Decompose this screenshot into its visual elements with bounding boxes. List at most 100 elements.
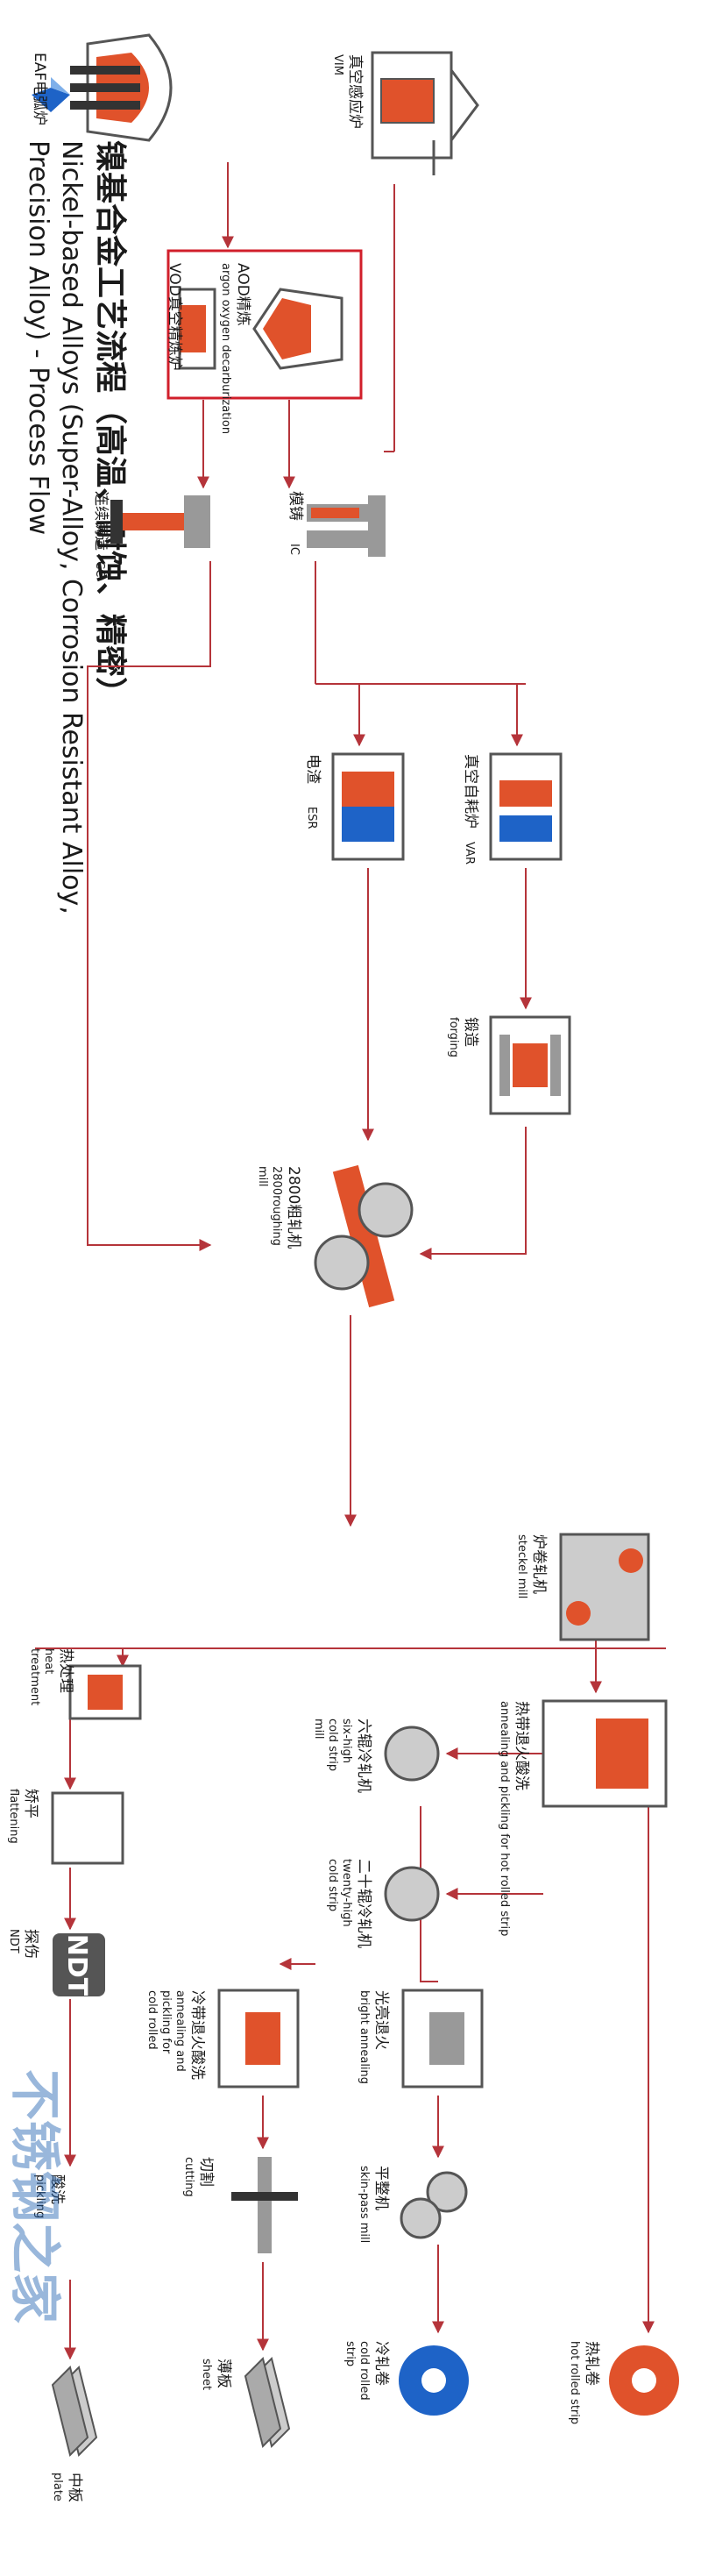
sheet-stack-icon — [244, 2357, 291, 2448]
cap-label-cn: 冷带退火酸洗 — [188, 1990, 206, 2080]
plate-label-en: plate — [51, 2473, 64, 2501]
six-hi-label-en1: six-high — [340, 1719, 353, 1763]
steckel-label-cn: 炉卷轧机 — [530, 1534, 548, 1594]
step-aod: AOD精炼 argon oxygen decarburization — [219, 263, 343, 434]
forging-label-cn: 锻造 — [462, 1017, 479, 1047]
ndt-badge-icon: NDT — [53, 1933, 105, 1996]
skin-label-cn: 平整机 — [372, 2166, 390, 2210]
heat-label-en1: heat — [42, 1648, 55, 1674]
skin-label-en: skin-pass mill — [358, 2166, 371, 2243]
esr-label-en: ESR — [305, 807, 318, 829]
cc-label-cn: 连续铸造 — [92, 491, 110, 551]
annealing-furnace-icon — [401, 1989, 484, 2089]
step-ndt: NDT 探伤 NDT — [7, 1929, 105, 1996]
pickling-label-en: pickling — [33, 2174, 46, 2218]
six-hi-label-cn: 六辊冷轧机 — [355, 1719, 372, 1793]
forging-press-icon — [489, 1015, 571, 1115]
step-steckel: 炉卷轧机 steckel mill — [515, 1533, 650, 1641]
header: 镍基合金工艺流程（高温、耐蚀、精密） Nickel-based Alloys (… — [23, 77, 129, 914]
step-forging: 锻造 forging — [447, 1015, 571, 1115]
ic-label-cn: 模铸 — [287, 491, 304, 521]
step-esr: 电渣 ESR — [304, 752, 405, 861]
refining-highlight-frame — [166, 249, 363, 400]
cutting-label-cn: 切割 — [197, 2157, 215, 2187]
step-vod: VOD真空精炼炉 — [166, 263, 216, 371]
pickling-label-cn: 酸洗 — [48, 2174, 66, 2204]
cold-strip-label-en2: strip — [343, 2341, 357, 2366]
step-bright: 光亮退火 bright annealing — [358, 1989, 484, 2089]
vod-label-cn: VOD真空精炼炉 — [166, 263, 183, 371]
skin-pass-icon — [400, 2171, 468, 2239]
var-label-cn: 真空自耗炉 — [462, 754, 479, 829]
flatten-label-cn: 矫平 — [22, 1789, 39, 1818]
step-cutting: 切割 cutting — [182, 2157, 298, 2253]
step-pickling: 酸洗 pickling — [33, 2174, 66, 2218]
continuous-caster-icon — [110, 495, 210, 548]
aod-converter-icon — [252, 288, 343, 370]
annealing-furnace-icon — [542, 1699, 668, 1808]
aod-label-cn: AOD精炼 — [234, 263, 251, 326]
step-vim: 真空感应炉 VIM — [331, 51, 479, 175]
product-hot-strip: 热轧卷 hot rolled strip — [568, 2341, 679, 2424]
roughing-label-en2: mill — [256, 1166, 269, 1187]
sheet-label-cn: 薄板 — [215, 2359, 232, 2388]
title-en-line1: Nickel-based Alloys (Super-Alloy, Corros… — [56, 140, 87, 914]
vim-furnace-icon — [371, 51, 479, 175]
coil-icon — [399, 2345, 469, 2416]
vim-label-cn: 真空感应炉 — [346, 54, 364, 129]
ic-label-en: IC — [287, 544, 301, 555]
roughing-label-en1: 2800roughing — [270, 1166, 283, 1246]
six-hi-label-en2: cold strip — [326, 1719, 339, 1771]
twenty-hi-label-cn: 二十辊冷轧机 — [355, 1859, 372, 1948]
eaf-furnace-icon — [70, 33, 173, 142]
forging-label-en: forging — [447, 1017, 460, 1057]
cold-strip-label-en1: cold rolled — [358, 2341, 371, 2401]
ndt-label-en: NDT — [7, 1929, 20, 1953]
twenty-hi-label-en1: twenty-high — [340, 1859, 353, 1927]
cold-mill-icon — [384, 1866, 440, 1922]
coil-icon — [609, 2345, 679, 2416]
roughing-label-cn: 2800粗轧机 — [285, 1166, 302, 1249]
step-eaf: EAF电弧炉 — [31, 33, 173, 142]
hot-strip-label-en: hot rolled strip — [568, 2341, 581, 2424]
flow-connectors — [35, 162, 666, 2360]
heat-label-en2: treatment — [28, 1648, 41, 1705]
step-cc: 连续铸造 CC — [92, 491, 210, 577]
title-en-line2: Precision Alloy) - Process Flow — [23, 140, 53, 535]
shear-icon — [231, 2157, 298, 2253]
heat-furnace-icon — [68, 1664, 142, 1720]
arrow-forging-roughing — [419, 1127, 527, 1260]
bright-label-cn: 光亮退火 — [372, 1990, 390, 2050]
watermark: 不锈钢之家 — [5, 2069, 65, 2323]
steckel-label-en: steckel mill — [515, 1534, 528, 1598]
step-six-hi: 六辊冷轧机 six-high cold strip mill — [312, 1719, 440, 1793]
vod-vessel-icon — [178, 288, 216, 370]
step-var: 真空自耗炉 VAR — [462, 752, 563, 865]
line-mills-bright — [420, 1806, 438, 1982]
var-label-en: VAR — [463, 842, 476, 865]
product-plate: 中板 plate — [51, 2366, 98, 2502]
product-sheet: 薄板 sheet — [200, 2357, 291, 2448]
steckel-mill-icon — [559, 1533, 650, 1641]
heat-label-cn: 热处理 — [57, 1648, 74, 1693]
cold-mill-icon — [384, 1726, 440, 1782]
eaf-label-cn: EAF电弧炉 — [31, 53, 48, 125]
ndt-label-cn: 探伤 — [22, 1929, 39, 1959]
vim-label-en: VIM — [331, 54, 344, 75]
six-hi-label-en3: mill — [312, 1719, 325, 1740]
sheet-stack-icon — [51, 2366, 98, 2457]
cap-label-en2: pickling for — [159, 1990, 173, 2054]
hot-strip-label-cn: 热轧卷 — [583, 2341, 600, 2386]
step-ic: 模铸 IC — [287, 491, 386, 557]
cutting-label-en: cutting — [182, 2157, 195, 2197]
step-skin: 平整机 skin-pass mill — [358, 2166, 468, 2243]
var-furnace-icon — [489, 752, 563, 861]
cap-label-en1: annealing and — [173, 1990, 187, 2072]
flatten-label-en: flattening — [7, 1789, 20, 1844]
step-hap: 热带退火酸洗 annealing and pickling for hot ro… — [498, 1699, 668, 1936]
step-twenty-hi: 二十辊冷轧机 twenty-high cold strip — [326, 1859, 440, 1948]
cc-label-en: CC — [93, 561, 106, 577]
step-roughing: 2800粗轧机 2800roughing mill — [256, 1164, 414, 1308]
